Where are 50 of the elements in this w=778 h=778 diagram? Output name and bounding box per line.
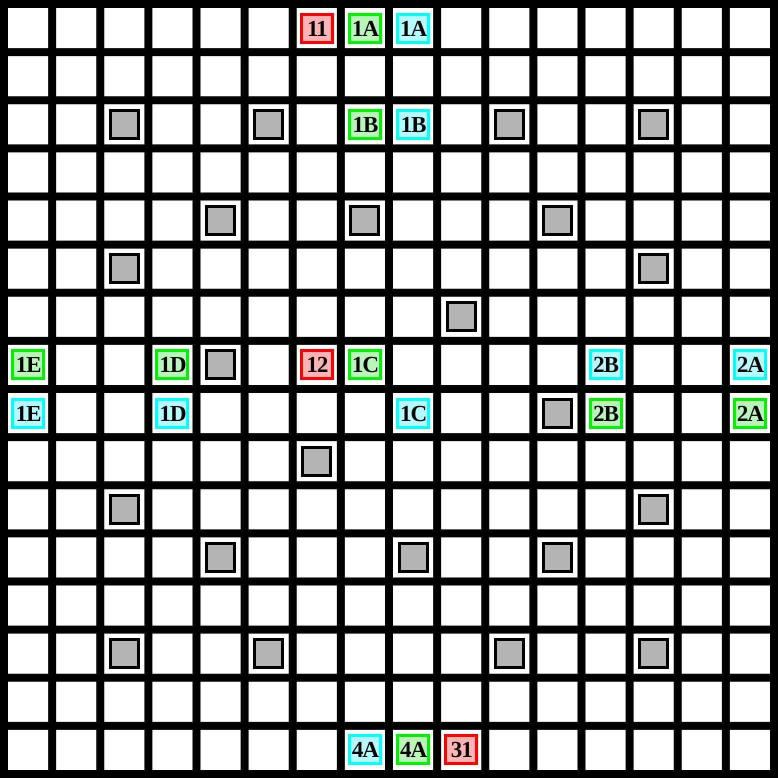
square-marker (542, 398, 573, 429)
square-marker (398, 542, 429, 573)
tag-text: 1A (400, 16, 426, 40)
square-marker (446, 301, 477, 332)
label-tag (396, 108, 430, 140)
square-marker (542, 205, 573, 236)
square-marker (253, 638, 284, 670)
square-marker (108, 253, 140, 284)
square-marker (638, 108, 670, 140)
square-marker (108, 494, 140, 525)
tag-text: 2B (593, 402, 618, 425)
square-marker (349, 205, 380, 236)
square-marker (253, 108, 284, 140)
tag-text: 4A (400, 738, 426, 762)
label-tag (11, 349, 46, 380)
square-marker (542, 542, 573, 573)
square-marker (494, 638, 525, 670)
tag-text: 1C (352, 353, 378, 376)
tag-text: 1D (159, 353, 186, 376)
square-marker (638, 494, 670, 525)
square-marker (108, 638, 140, 670)
square-marker (638, 253, 670, 284)
square-marker (205, 349, 236, 380)
tag-text: 1C (400, 402, 426, 425)
label-tag (300, 12, 334, 44)
label-tag (444, 734, 478, 766)
square-marker (494, 108, 525, 140)
square-marker (638, 638, 670, 670)
tag-text: 1E (16, 353, 40, 376)
square-marker (205, 542, 236, 573)
tag-text: 1B (352, 112, 378, 136)
tag-text: 2A (736, 402, 763, 425)
label-tag (348, 108, 382, 140)
square-marker (108, 108, 140, 140)
tag-text: 12 (306, 353, 328, 376)
tag-text: 1A (352, 16, 378, 40)
label-tag (300, 349, 334, 380)
tag-text: 1D (159, 402, 186, 425)
tag-text: 1B (400, 112, 426, 136)
label-tag (11, 398, 46, 429)
tag-text: 1E (16, 402, 40, 425)
label-tag (588, 349, 623, 380)
label-tag (588, 398, 623, 429)
tag-text: 2A (736, 353, 763, 376)
square-marker (301, 446, 332, 477)
tag-text: 4A (352, 738, 378, 762)
tag-text: 11 (306, 16, 327, 40)
tag-text: 2B (593, 353, 618, 376)
tag-text: 31 (450, 738, 472, 762)
square-marker (205, 205, 236, 236)
